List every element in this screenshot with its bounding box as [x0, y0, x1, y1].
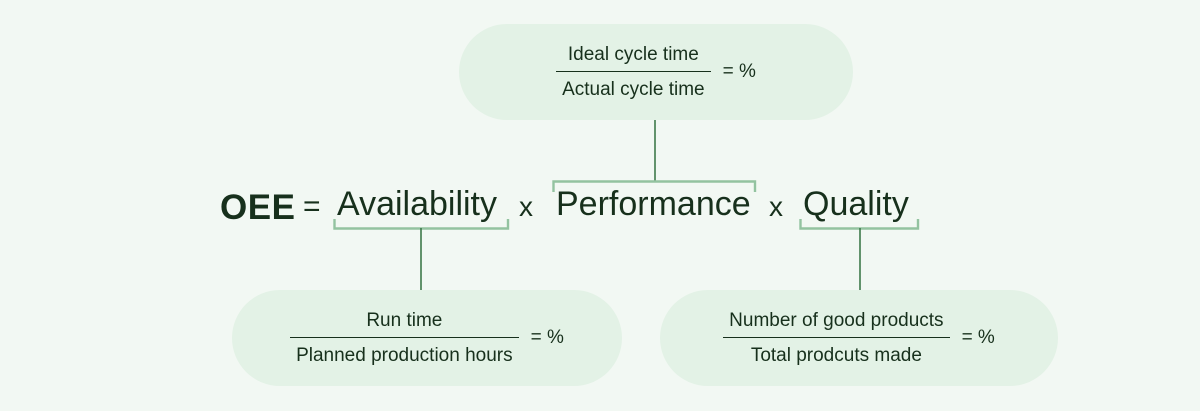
performance-fraction-bar [556, 70, 711, 73]
availability-fraction: Run time Planned production hours [290, 309, 519, 367]
term-availability: Availability [337, 185, 498, 223]
quality-result: = % [961, 327, 995, 348]
availability-denominator: Planned production hours [296, 345, 513, 367]
availability-fraction-group: Run time Planned production hours = % [290, 309, 564, 367]
performance-fraction-group: Ideal cycle time Actual cycle time = % [556, 43, 756, 101]
quality-formula-box: Number of good products Total prodcuts m… [660, 290, 1058, 386]
availability-result: = % [530, 327, 564, 348]
equals-sign: = [303, 190, 321, 223]
performance-denominator: Actual cycle time [562, 79, 705, 101]
performance-numerator: Ideal cycle time [567, 43, 699, 65]
quality-fraction: Number of good products Total prodcuts m… [723, 309, 950, 367]
quality-numerator: Number of good products [729, 309, 944, 331]
quality-fraction-bar [723, 336, 950, 339]
performance-fraction: Ideal cycle time Actual cycle time [556, 43, 711, 101]
term-performance: Performance [556, 185, 751, 223]
term-quality: Quality [803, 185, 909, 223]
availability-fraction-bar [290, 336, 519, 339]
oee-label: OEE [220, 188, 296, 227]
multiply-sign-2: x [769, 191, 783, 222]
performance-formula-box: Ideal cycle time Actual cycle time = % [459, 24, 853, 120]
availability-formula-box: Run time Planned production hours = % [232, 290, 622, 386]
multiply-sign-1: x [519, 191, 533, 222]
performance-result: = % [722, 61, 756, 82]
quality-fraction-group: Number of good products Total prodcuts m… [723, 309, 995, 367]
quality-denominator: Total prodcuts made [750, 345, 922, 367]
availability-numerator: Run time [366, 309, 443, 331]
